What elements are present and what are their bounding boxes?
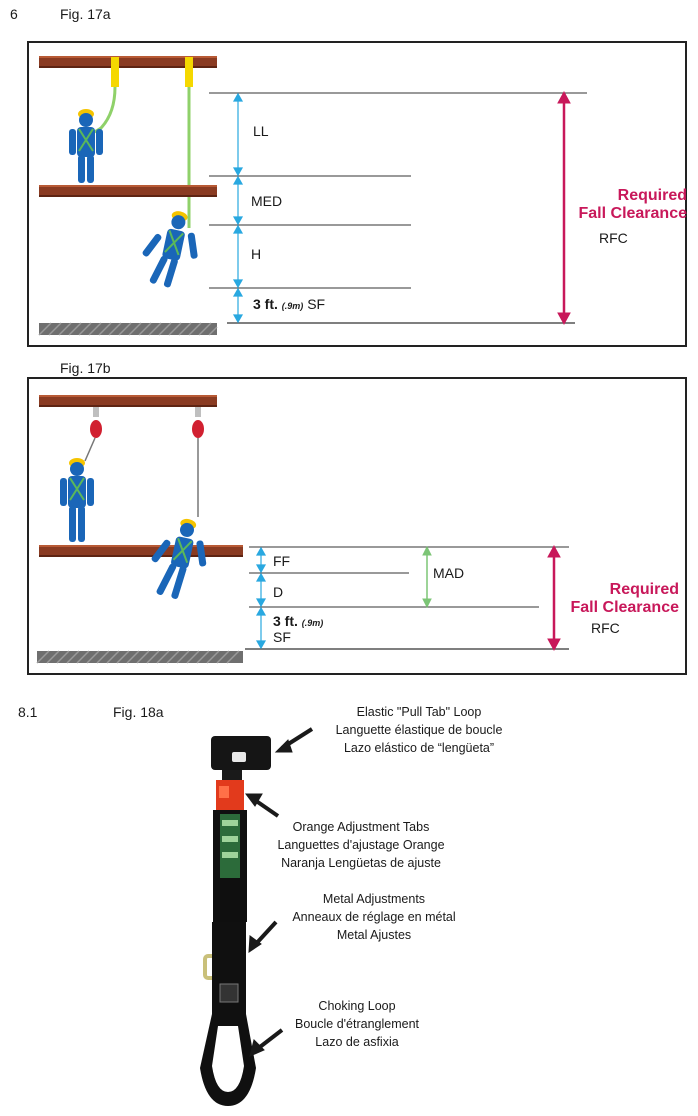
srl-right (192, 407, 204, 438)
fig17b-label: Fig. 17b (60, 360, 111, 376)
label-ff: FF (273, 553, 291, 569)
ground (36, 650, 243, 664)
top-beam (39, 56, 217, 68)
middle-beam (39, 545, 243, 557)
falling-worker (151, 518, 207, 599)
callout-line: Orange Adjustment Tabs (292, 820, 430, 834)
fig17a-panel: LL MED H 3 ft. (.9m) SF Required Fall Cl… (27, 41, 687, 347)
section-number: 6 (10, 6, 18, 22)
callout-line: Metal Adjustments (322, 892, 426, 906)
callout-line: Choking Loop (318, 999, 396, 1013)
sf-value: 3 ft. (273, 613, 298, 629)
label-sf-top: 3 ft. (.9m) (273, 613, 323, 629)
sf-metric: (.9m) (281, 301, 304, 311)
rfc-title-line1: Required (609, 581, 679, 598)
label-sf: 3 ft. (.9m) SF (253, 296, 325, 312)
callout-line: Languettes d'ajustage Orange (277, 838, 445, 852)
dim-arrows (255, 546, 267, 650)
label-mad: MAD (433, 565, 465, 581)
rfc-title-line2: Fall Clearance (570, 599, 680, 616)
sf-metric: (.9m) (301, 618, 324, 628)
standing-worker (69, 109, 103, 183)
anchor-strap-right (185, 57, 193, 87)
srl-left (90, 407, 102, 438)
srl-line-left (84, 437, 96, 462)
fig17b-panel: FF D MAD 3 ft. (.9m) SF Required Fall Cl… (27, 377, 687, 675)
callout-line: Boucle d'étranglement (295, 1017, 419, 1031)
callout-line: Metal Ajustes (336, 928, 412, 942)
rfc-title-line1: Required (617, 187, 687, 204)
rfc-abbrev: RFC (599, 230, 628, 246)
standing-worker (60, 458, 94, 542)
callout-line: Naranja Lengüetas de ajuste (281, 856, 441, 870)
rfc-title-line2: Fall Clearance (578, 205, 688, 222)
label-sf: SF (273, 629, 291, 645)
callout-line: Elastic "Pull Tab" Loop (356, 705, 482, 719)
rfc-title: Required Fall Clearance (539, 581, 680, 617)
label-ll: LL (253, 123, 269, 139)
fig17a-drawing (38, 56, 587, 336)
rfc-arrow (547, 544, 561, 652)
label-h: H (251, 246, 262, 262)
callout-line: Lazo de asfixia (315, 1035, 399, 1049)
mad-arrow (422, 545, 432, 609)
dim-arrows (232, 92, 244, 324)
label-med: MED (251, 193, 283, 209)
label-d: D (273, 584, 284, 600)
sf-text: SF (307, 296, 326, 312)
callout-line: Lazo elástico de “lengüeta” (343, 741, 495, 755)
rfc-title: Required Fall Clearance (549, 187, 688, 223)
top-beam (39, 395, 217, 407)
falling-worker (142, 211, 198, 288)
callout-arrows (245, 727, 314, 1057)
middle-beam (39, 185, 217, 197)
fig17a-label: Fig. 17a (60, 6, 111, 22)
choker-strap (200, 736, 271, 1106)
section-81: 8.1 (18, 704, 38, 720)
callout-orange-tabs: Orange Adjustment Tabs Languettes d'ajus… (236, 818, 486, 872)
callout-line: Anneaux de réglage en métal (292, 910, 456, 924)
callout-line: Languette élastique de boucle (335, 723, 503, 737)
callout-metal-adjustments: Metal Adjustments Anneaux de réglage en … (249, 890, 499, 944)
rfc-abbrev: RFC (591, 620, 620, 636)
fig18a-drawing (200, 727, 314, 1106)
fig17b-drawing (36, 395, 569, 664)
sf-value: 3 ft. (253, 296, 278, 312)
callout-pull-tab: Elastic "Pull Tab" Loop Languette élasti… (294, 703, 544, 757)
ground (38, 322, 218, 336)
fig18a-label: Fig. 18a (113, 704, 164, 720)
callout-choking-loop: Choking Loop Boucle d'étranglement Lazo … (232, 997, 482, 1051)
anchor-strap-left (111, 57, 119, 87)
rfc-arrow (557, 90, 571, 326)
